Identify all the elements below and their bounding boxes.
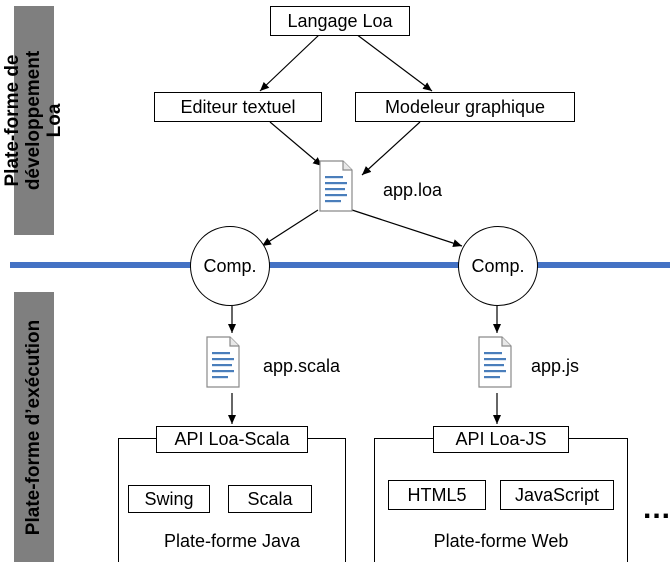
compiler-right: Comp.	[458, 226, 538, 306]
development-platform-label: Plate-forme de développement Loa	[3, 6, 66, 235]
app-js-label: app.js	[531, 356, 580, 376]
document-icon	[206, 336, 240, 388]
document-icon	[478, 336, 512, 388]
compiler-left: Comp.	[190, 226, 270, 306]
web-platform-name: Plate-forme Web	[433, 531, 569, 551]
html5-box: HTML5	[388, 480, 486, 510]
document-icon	[319, 160, 353, 212]
arrow-langage-editeur	[259, 33, 321, 92]
scala-box: Scala	[228, 485, 312, 513]
editeur-textuel-box: Editeur textuel	[154, 92, 322, 122]
arrow-modeleur-apploa	[361, 121, 421, 176]
app-scala-label: app.scala	[263, 356, 341, 376]
more-platforms-ellipsis: ...	[643, 492, 670, 525]
java-platform-name: Plate-forme Java	[163, 531, 301, 551]
development-platform-text: Plate-forme de développement Loa	[2, 50, 66, 191]
arrow-langage-modeleur	[355, 33, 433, 92]
app-loa-label: app.loa	[383, 180, 443, 200]
langage-loa-box: Langage Loa	[270, 6, 410, 36]
execution-platform-text: Plate-forme d’exécution	[23, 319, 45, 535]
javascript-box: JavaScript	[500, 480, 614, 510]
arrow-apploa-compright	[351, 209, 463, 248]
api-loa-scala-box: API Loa-Scala	[156, 426, 308, 453]
execution-platform-label: Plate-forme d’exécution	[14, 292, 54, 562]
swing-box: Swing	[128, 485, 210, 513]
arrow-editeur-apploa	[269, 121, 323, 167]
modeleur-graphique-box: Modeleur graphique	[355, 92, 575, 122]
api-loa-js-box: API Loa-JS	[433, 426, 569, 453]
arrow-apploa-compleft	[261, 209, 319, 247]
